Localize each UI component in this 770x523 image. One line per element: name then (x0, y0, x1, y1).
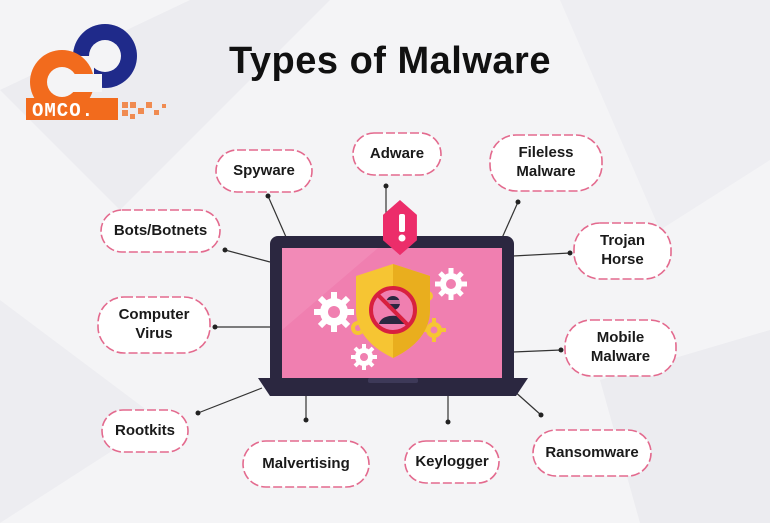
node-label: Fileless Malware (516, 144, 576, 180)
gear-icon-left (314, 292, 354, 332)
logo-wordmark: OMCO. (32, 100, 94, 122)
cloud-shape (215, 149, 313, 193)
cloud-shape (101, 409, 189, 453)
node-malvertising: Malvertising (240, 436, 372, 492)
omco-logo: OMCO. (26, 24, 166, 122)
node-rootkits: Rootkits (99, 405, 191, 457)
laptop-illustration (258, 200, 528, 396)
shield-icon (356, 264, 430, 358)
node-label: Computer Virus (118, 306, 190, 342)
node-label: Adware (369, 144, 425, 162)
gear-icon-bottom (351, 344, 377, 370)
node-spyware: Spyware (213, 145, 315, 197)
cloud-shape (404, 440, 500, 484)
node-label: Trojan Horse (599, 232, 645, 268)
node-trojan-horse: Trojan Horse (571, 218, 674, 284)
node-keylogger: Keylogger (402, 436, 502, 488)
laptop-base (258, 378, 528, 396)
cloud-shape (532, 429, 652, 477)
node-fileless-malware: Fileless Malware (487, 130, 605, 196)
node-label: Bots/Botnets (113, 221, 208, 239)
gear-icon-right (435, 268, 467, 300)
cloud-shape (100, 209, 221, 253)
node-adware: Adware (350, 128, 444, 180)
node-ransomware: Ransomware (530, 425, 654, 481)
cloud-shape (573, 222, 672, 280)
warning-icon (383, 200, 417, 256)
cloud-shape (489, 134, 603, 192)
node-bots-botnets: Bots/Botnets (98, 205, 223, 257)
node-label: Spyware (233, 161, 295, 179)
cloud-shape (97, 296, 211, 354)
node-label: Mobile Malware (590, 329, 651, 365)
node-label: Ransomware (545, 443, 639, 461)
cloud-shape (242, 440, 370, 488)
node-label: Rootkits (115, 421, 175, 439)
node-label: Keylogger (415, 452, 489, 470)
node-label: Malvertising (262, 454, 350, 472)
node-computer-virus: Computer Virus (95, 292, 213, 358)
cloud-shape (564, 319, 677, 377)
page-title: Types of Malware (229, 40, 551, 82)
node-mobile-malware: Mobile Malware (562, 315, 679, 381)
cloud-shape (352, 132, 442, 176)
